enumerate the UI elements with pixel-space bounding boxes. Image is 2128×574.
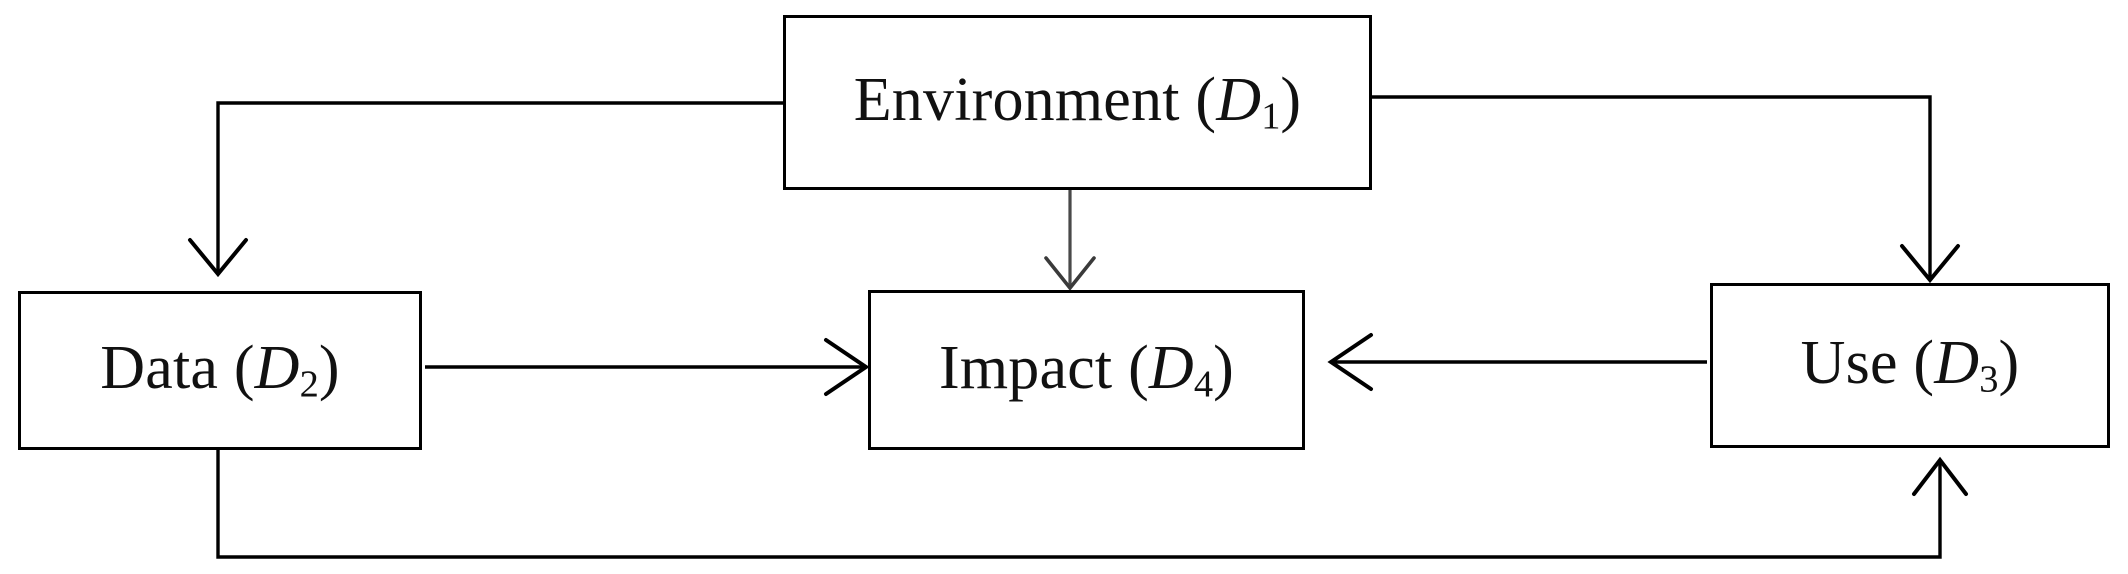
close-paren: ) bbox=[318, 334, 340, 403]
node-use-symbol: D bbox=[1934, 329, 1980, 398]
edge-environment-to-impact bbox=[1044, 190, 1096, 291]
node-environment-subscript: 1 bbox=[1261, 95, 1281, 138]
open-paren: ( bbox=[1195, 66, 1217, 135]
open-paren: ( bbox=[1913, 329, 1935, 398]
space bbox=[218, 334, 234, 402]
node-data-symbol: D bbox=[254, 334, 300, 403]
node-data-text: Data bbox=[100, 334, 219, 403]
node-impact-text: Impact bbox=[939, 333, 1113, 402]
node-use-label: Use (D3) bbox=[1801, 332, 2020, 399]
node-data[interactable]: Data (D2) bbox=[18, 291, 422, 450]
node-data-subscript: 2 bbox=[299, 363, 319, 406]
node-impact-label: Impact (D4) bbox=[939, 337, 1234, 404]
node-use-subscript: 3 bbox=[1979, 358, 1999, 401]
node-impact[interactable]: Impact (D4) bbox=[868, 290, 1305, 450]
node-use-text: Use bbox=[1800, 329, 1898, 398]
space bbox=[1898, 329, 1914, 397]
node-environment-label: Environment (D1) bbox=[854, 69, 1302, 136]
open-paren: ( bbox=[1128, 333, 1149, 402]
node-data-label: Data (D2) bbox=[100, 337, 339, 404]
node-use[interactable]: Use (D3) bbox=[1710, 283, 2110, 448]
close-paren: ) bbox=[1998, 329, 2020, 398]
edge-data-to-use bbox=[216, 450, 1968, 559]
node-impact-symbol: D bbox=[1148, 333, 1194, 402]
edge-environment-to-use bbox=[1372, 95, 1960, 284]
open-paren: ( bbox=[233, 334, 255, 403]
close-paren: ) bbox=[1213, 333, 1234, 402]
edge-environment-to-data bbox=[188, 101, 783, 278]
edge-data-to-impact bbox=[425, 338, 870, 396]
space bbox=[1112, 334, 1128, 402]
node-environment-text: Environment bbox=[853, 66, 1180, 135]
node-impact-subscript: 4 bbox=[1193, 363, 1214, 405]
node-environment[interactable]: Environment (D1) bbox=[783, 15, 1372, 190]
node-environment-symbol: D bbox=[1216, 66, 1262, 135]
space bbox=[1180, 66, 1196, 134]
close-paren: ) bbox=[1280, 66, 1302, 135]
edge-use-to-impact bbox=[1327, 333, 1707, 391]
